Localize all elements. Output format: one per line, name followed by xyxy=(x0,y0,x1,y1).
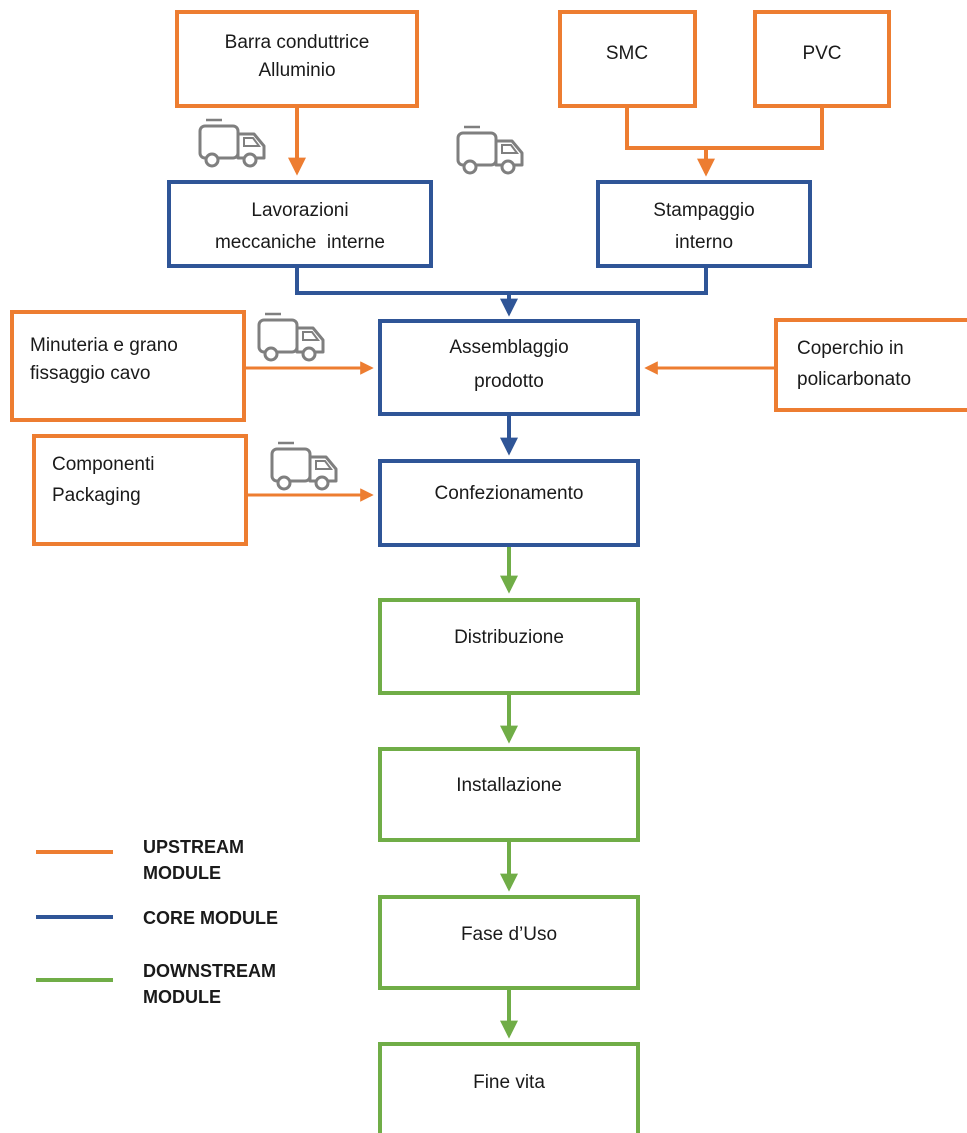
legend-downstream: DOWNSTREAM MODULE xyxy=(36,961,276,1007)
svg-text:MODULE: MODULE xyxy=(143,863,221,883)
legend-core: CORE MODULE xyxy=(36,908,278,928)
legend-upstream: UPSTREAM MODULE xyxy=(36,837,244,883)
box-distribuzione: Distribuzione xyxy=(378,598,640,695)
truck-icon xyxy=(270,441,338,491)
box-lavorazioni: Lavorazioni meccaniche interne xyxy=(167,180,433,268)
svg-text:Alluminio: Alluminio xyxy=(258,60,335,81)
truck-icon xyxy=(456,125,524,175)
box-fine-vita: Fine vita xyxy=(378,1042,640,1133)
svg-text:Stampaggio: Stampaggio xyxy=(653,200,754,221)
svg-text:Confezionamento: Confezionamento xyxy=(435,483,584,504)
svg-text:Distribuzione: Distribuzione xyxy=(454,627,564,648)
box-assemblaggio: Assemblaggio prodotto xyxy=(378,319,640,416)
svg-text:prodotto: prodotto xyxy=(474,371,544,392)
box-barra-conduttrice: Barra conduttrice Alluminio xyxy=(175,10,419,108)
box-minuteria: Minuteria e grano fissaggio cavo xyxy=(10,310,246,422)
box-coperchio: Coperchio in policarbonato xyxy=(774,318,967,412)
svg-text:Coperchio in: Coperchio in xyxy=(797,338,904,359)
svg-text:Fase d’Uso: Fase d’Uso xyxy=(461,924,557,945)
svg-text:UPSTREAM: UPSTREAM xyxy=(143,837,244,857)
box-componenti-packaging: Componenti Packaging xyxy=(32,434,248,546)
svg-text:Installazione: Installazione xyxy=(456,775,562,796)
box-fase-uso: Fase d’Uso xyxy=(378,895,640,990)
truck-icon xyxy=(198,118,266,168)
svg-text:CORE MODULE: CORE MODULE xyxy=(143,908,278,928)
core-connectors xyxy=(295,266,708,456)
svg-text:Fine vita: Fine vita xyxy=(473,1072,545,1093)
svg-text:DOWNSTREAM: DOWNSTREAM xyxy=(143,961,276,981)
svg-text:interno: interno xyxy=(675,232,733,253)
svg-text:MODULE: MODULE xyxy=(143,987,221,1007)
svg-text:PVC: PVC xyxy=(802,43,841,64)
svg-text:Assemblaggio: Assemblaggio xyxy=(449,337,568,358)
box-stampaggio: Stampaggio interno xyxy=(596,180,812,268)
box-confezionamento: Confezionamento xyxy=(378,459,640,547)
svg-text:Lavorazioni: Lavorazioni xyxy=(251,200,348,221)
truck-icon xyxy=(257,312,325,362)
svg-text:SMC: SMC xyxy=(606,43,648,64)
svg-text:fissaggio cavo: fissaggio cavo xyxy=(30,363,150,384)
svg-text:Packaging: Packaging xyxy=(52,485,141,506)
box-installazione: Installazione xyxy=(378,747,640,842)
upstream-connectors xyxy=(244,106,824,502)
svg-text:Minuteria e grano: Minuteria e grano xyxy=(30,335,178,356)
box-smc: SMC xyxy=(558,10,697,108)
svg-text:policarbonato: policarbonato xyxy=(797,369,911,390)
svg-text:Barra conduttrice: Barra conduttrice xyxy=(225,32,370,53)
legend: UPSTREAM MODULE CORE MODULE DOWNSTREAM M… xyxy=(36,837,278,1007)
box-pvc: PVC xyxy=(753,10,891,108)
svg-text:Componenti: Componenti xyxy=(52,454,154,475)
svg-text:meccaniche interne: meccaniche interne xyxy=(215,232,385,253)
